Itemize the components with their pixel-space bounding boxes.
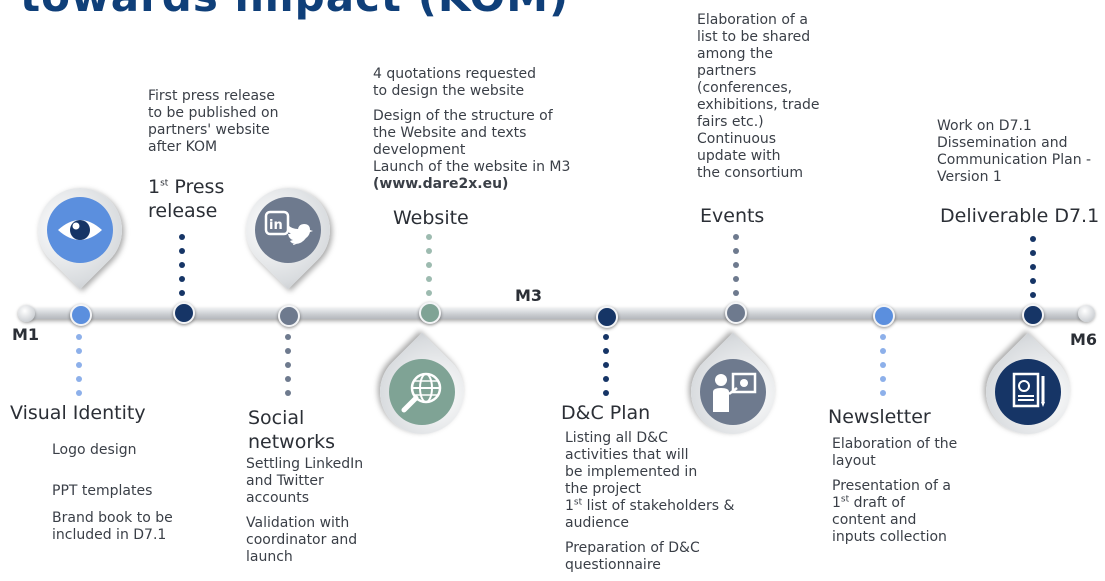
label-press-release: 1st Press release — [148, 176, 225, 222]
node-deliverable — [1022, 304, 1044, 326]
label-visual-identity: Visual Identity — [10, 402, 146, 424]
node-newsletter — [873, 305, 895, 327]
presenter-icon — [713, 372, 757, 412]
dots-press-release — [179, 234, 185, 304]
label-social-networks: Social networks — [248, 407, 336, 453]
detail-settling-accounts: Settling LinkedIn and Twitter accounts — [246, 456, 364, 506]
detail-listing-activities: Listing all D&C activities that will be … — [565, 430, 698, 497]
website-url: (www.dare2x.eu) — [373, 176, 509, 192]
timeline-bar — [25, 308, 1087, 319]
document-pen-icon — [1012, 372, 1045, 408]
details-website: 4 quotations requested to design the web… — [373, 66, 593, 193]
dots-deliverable — [1030, 236, 1036, 306]
detail-questionnaire: Preparation of D&C questionnaire — [565, 540, 700, 573]
node-press-release — [173, 302, 195, 324]
dots-newsletter — [880, 334, 886, 404]
detail-launch: Launch of the website in M3 — [373, 159, 571, 175]
milestone-m6: M6 — [1070, 330, 1098, 349]
milestone-m3: M3 — [515, 286, 543, 305]
detail-layout: Elaboration of the layout — [832, 436, 958, 469]
timeline-start-cap — [18, 305, 35, 322]
dots-social-networks — [285, 334, 291, 404]
dots-visual-identity — [76, 334, 82, 404]
detail-brand-book: Brand book to be included in D7.1 — [52, 510, 173, 543]
detail-logo-design: Logo design — [52, 442, 137, 458]
detail-press-release: First press release to be published on p… — [148, 88, 279, 155]
dots-events — [733, 234, 739, 304]
detail-first-draft: Presentation of a 1st draft of content a… — [832, 478, 951, 545]
detail-continuous-update: Continuous update with the consortium — [697, 131, 804, 181]
timeline-end-cap — [1078, 305, 1095, 322]
details-social-networks: Settling LinkedIn and Twitter accounts V… — [246, 456, 376, 566]
eye-icon — [58, 220, 102, 240]
details-newsletter: Elaboration of the layout Presentation o… — [832, 436, 982, 546]
details-dc-plan: Listing all D&C activities that will be … — [565, 430, 745, 574]
node-social-networks — [278, 305, 300, 327]
details-events: Elaboration of a list to be shared among… — [697, 12, 832, 182]
globe-search-icon — [401, 372, 442, 413]
node-events — [725, 302, 747, 324]
node-visual-identity — [70, 304, 92, 326]
node-website — [419, 302, 441, 324]
detail-quotations: 4 quotations requested to design the web… — [373, 66, 537, 99]
svg-text:in: in — [269, 218, 283, 233]
label-newsletter: Newsletter — [828, 406, 931, 428]
slide-title: towards impact (KOM) — [20, 0, 569, 21]
dots-dc-plan — [603, 334, 609, 404]
detail-structure: Design of the structure of the Website a… — [373, 108, 553, 158]
detail-stakeholders: 1st list of stakeholders & audience — [565, 497, 735, 531]
dots-website — [426, 234, 432, 304]
linkedin-twitter-icon: in — [264, 210, 313, 245]
detail-ppt-templates: PPT templates — [52, 483, 153, 499]
label-dc-plan: D&C Plan — [561, 402, 651, 424]
detail-validation: Validation with coordinator and launch — [246, 515, 358, 565]
node-dc-plan — [596, 306, 618, 328]
detail-elaboration-list: Elaboration of a list to be shared among… — [697, 12, 820, 130]
label-deliverable: Deliverable D7.1 — [940, 205, 1100, 227]
label-website: Website — [393, 207, 469, 229]
detail-deliverable: Work on D7.1 Dissemination and Communica… — [937, 118, 1092, 185]
milestone-m1: M1 — [12, 325, 40, 344]
details-visual-identity: Logo design PPT templates Brand book to … — [52, 442, 212, 544]
label-events: Events — [700, 205, 765, 227]
